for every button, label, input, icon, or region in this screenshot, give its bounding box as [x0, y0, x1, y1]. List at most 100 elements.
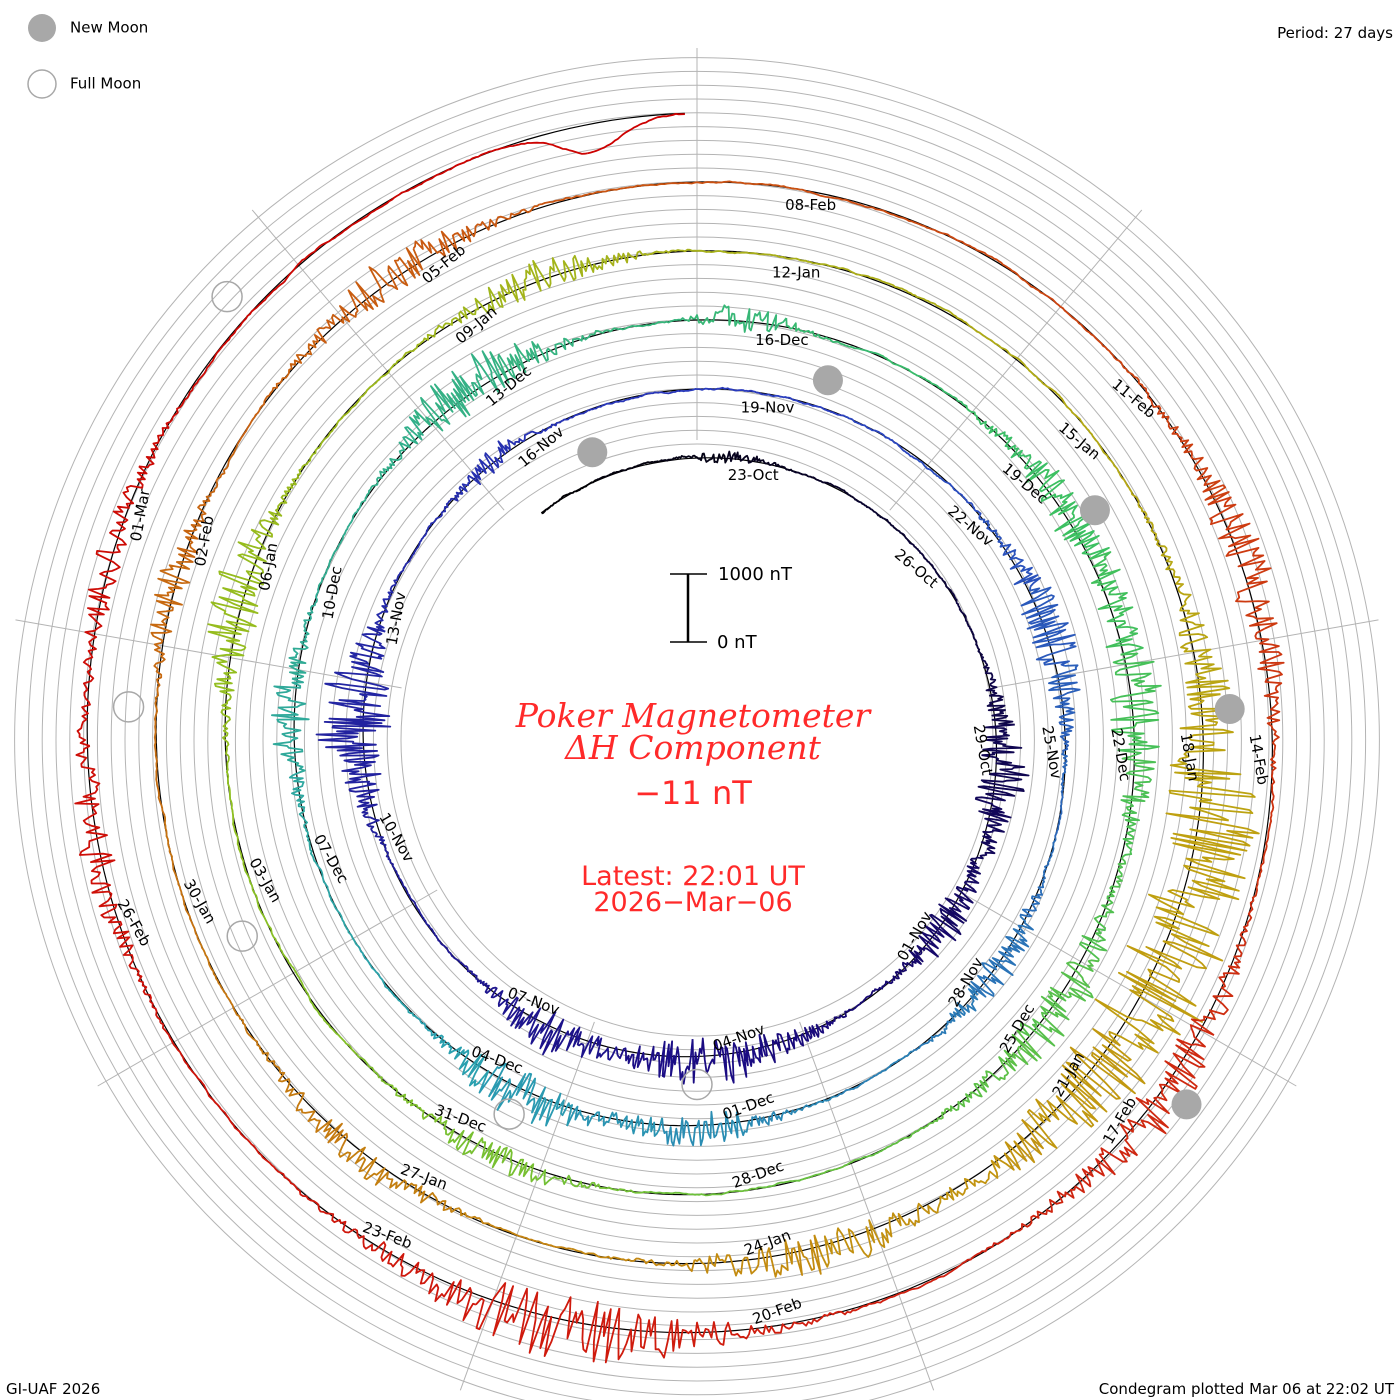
trace-segment [686, 304, 788, 333]
full-moon-marker [681, 1068, 713, 1101]
trace-segment [912, 983, 979, 1053]
new-moon-marker [812, 365, 843, 396]
trace-segment [1118, 473, 1181, 579]
full-moon-marker [211, 280, 243, 313]
trace-segment [833, 979, 894, 1022]
trace-segment [250, 438, 326, 538]
trace-segment [153, 687, 166, 816]
trace-segment [489, 333, 592, 384]
full-moon-marker [112, 691, 145, 723]
trace-segment [596, 460, 661, 481]
trace-segment [74, 745, 116, 894]
trace-segment [1044, 294, 1144, 388]
trace-segment [91, 890, 162, 1023]
new-moon-marker [1079, 495, 1110, 526]
trace-segment [150, 561, 191, 689]
trace-segment [571, 1247, 696, 1273]
trace-segment [968, 915, 1034, 998]
trace-segment [430, 927, 485, 986]
date-label: 08-Feb [785, 196, 836, 214]
trace-segment [661, 1110, 753, 1147]
grid-spoke [459, 1021, 595, 1391]
trace-segment [1110, 652, 1162, 756]
trace-segment [324, 626, 390, 707]
trace-segment [536, 1169, 647, 1194]
trace-segment [211, 646, 247, 757]
date-label: 10-Dec [319, 565, 346, 621]
grid-spoke [97, 889, 438, 1087]
trace-segment [659, 452, 728, 464]
trace-segment [813, 1202, 938, 1268]
date-label: 02-Feb [191, 514, 218, 567]
trace-segment [441, 1120, 538, 1183]
full-moon-marker [493, 1098, 525, 1130]
trace-segment [1254, 627, 1285, 766]
trace-segment [315, 704, 392, 791]
trace-segment [411, 491, 463, 557]
trace-segment [163, 815, 199, 939]
date-label: 12-Jan [772, 264, 820, 282]
trace-segment [949, 311, 1044, 385]
trace-segment [271, 677, 310, 774]
trace-segment [617, 1307, 758, 1361]
trace-segment [616, 1039, 694, 1085]
new-moon-marker [577, 437, 608, 468]
trace-segment [840, 267, 951, 313]
trace-segment [598, 390, 681, 408]
new-moon-marker [1171, 1089, 1202, 1120]
date-label: 28-Dec [730, 1157, 786, 1192]
trace-segment [450, 1207, 572, 1250]
trace-segment [1019, 958, 1100, 1047]
trace-segment [323, 356, 404, 441]
trace-segment [478, 1062, 573, 1127]
date-label: 26-Feb [114, 896, 155, 949]
trace-segment [1016, 1146, 1138, 1232]
trace-segment [1190, 900, 1255, 1036]
delta-h-trace [74, 113, 1285, 1364]
trace-segment [220, 244, 322, 349]
trace-segment [566, 1105, 663, 1137]
trace-segment [836, 1050, 913, 1098]
date-label: 01-Dec [720, 1088, 776, 1123]
plotted-timestamp: Condegram plotted Mar 06 at 22:02 UT [1099, 1380, 1395, 1398]
trace-segment [1021, 1028, 1146, 1149]
trace-segment [691, 1034, 768, 1084]
trace-segment [1175, 577, 1231, 696]
date-label: 30-Jan [180, 876, 220, 927]
trace-segment [669, 180, 803, 191]
trace-segment [1119, 1024, 1215, 1157]
trace-segment [763, 1020, 834, 1064]
trace-segment [482, 982, 557, 1045]
trace-segment [402, 286, 504, 358]
trace-segment [1168, 693, 1256, 822]
trace-segment [1020, 586, 1077, 667]
new-moon-legend-label: New Moon [70, 19, 148, 37]
trace-segment [646, 1187, 754, 1197]
trace-segment [288, 587, 320, 680]
grid-spoke [799, 1021, 935, 1391]
trace-segment [1120, 754, 1157, 858]
trace-segment [497, 254, 611, 303]
trace-segment [590, 317, 687, 336]
trace-segment [236, 340, 319, 445]
chart-title: Poker Magnetometer [515, 696, 873, 735]
trace-segment [801, 188, 930, 230]
trace-segment [541, 479, 597, 515]
trace-segment [763, 393, 845, 417]
trace-segment [679, 386, 764, 396]
trace-segment [1142, 386, 1230, 506]
grid-spoke [956, 889, 1297, 1087]
latest-time: Latest: 22:01 UT [581, 861, 805, 892]
period-label: Period: 27 days [1277, 24, 1393, 42]
trace-segment [1094, 932, 1224, 1054]
trace-segment [356, 1053, 443, 1125]
date-label: 03-Jan [245, 855, 285, 906]
trace-segment [756, 1295, 894, 1335]
trace-segment [444, 141, 588, 173]
trace-segment [1207, 496, 1278, 630]
trace-segment [360, 416, 424, 504]
trace-segment [964, 404, 1048, 484]
trace-segment [792, 470, 855, 499]
trace-segment [354, 1228, 477, 1322]
trace-segment [587, 113, 685, 155]
